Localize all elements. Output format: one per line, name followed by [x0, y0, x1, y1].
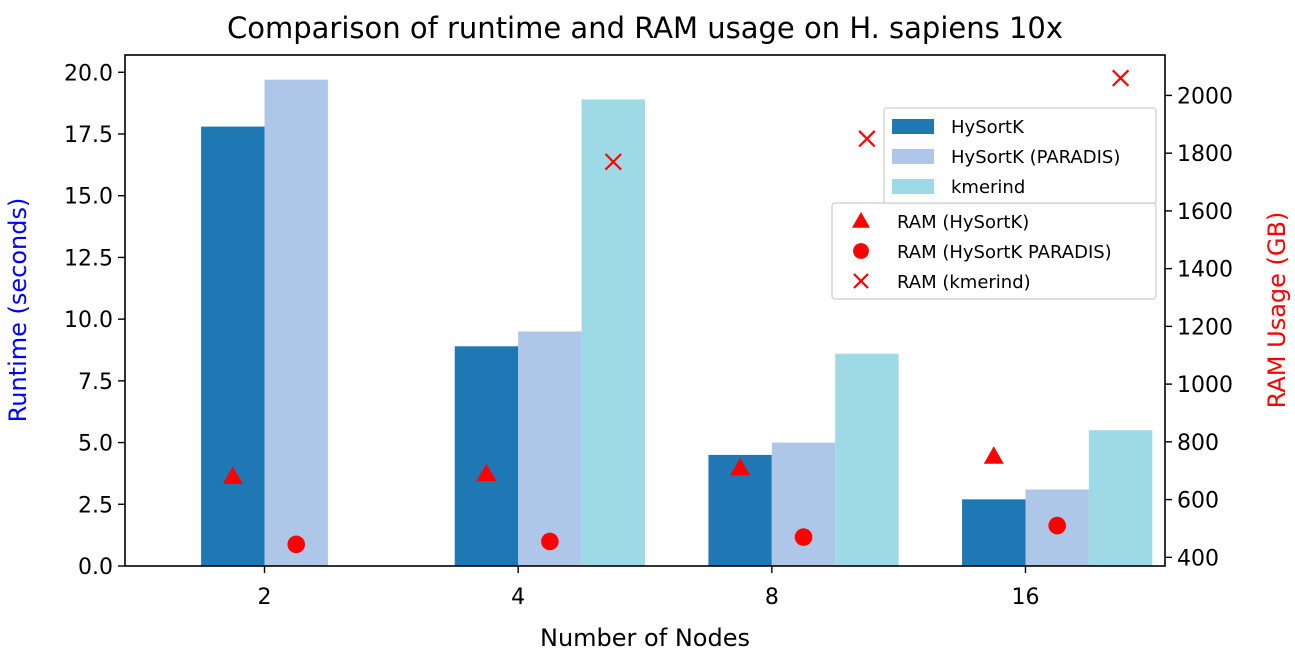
- bar-hysortk-4: [454, 346, 519, 566]
- y2-tick-label: 1600: [1177, 200, 1233, 225]
- chart-title: Comparison of runtime and RAM usage on H…: [227, 11, 1063, 45]
- plot-area: [201, 69, 1153, 567]
- y2-tick-label: 600: [1177, 489, 1219, 514]
- marker-ram-hysortk--8: [730, 457, 751, 476]
- x-axis-ticks: 2 4 8 16: [258, 566, 1039, 610]
- legend-swatch: [892, 149, 934, 164]
- y2-tick-label: 2000: [1177, 84, 1233, 109]
- marker-ram-kmerind--16: [1112, 69, 1130, 87]
- y-tick-label: 20.0: [64, 61, 113, 86]
- bar-kmerind-8: [835, 353, 899, 566]
- y-tick-label: 10.0: [64, 308, 113, 333]
- x-tick-label: 2: [258, 585, 272, 610]
- y-axis-label: Runtime (seconds): [4, 198, 32, 423]
- marker-ram-hysortk-paradis--16: [1048, 516, 1066, 535]
- x-tick-label: 4: [511, 585, 525, 610]
- legend-label: kmerind: [951, 177, 1025, 198]
- legend-label: RAM (kmerind): [897, 272, 1031, 293]
- legend-marker-circle: [853, 243, 869, 259]
- bar-hysortk-2: [201, 126, 265, 567]
- y2-tick-label: 400: [1177, 546, 1219, 571]
- legend-label: RAM (HySortK): [897, 212, 1029, 233]
- bar-hysortk-paradis--8: [771, 442, 836, 566]
- marker-ram-hysortk--16: [983, 446, 1004, 464]
- y2-tick-label: 1800: [1177, 142, 1233, 167]
- x-tick-label: 8: [765, 585, 779, 610]
- y-axis-ticks: 0.0 2.5 5.0 7.5 10.0 12.5 15.0 17.5 20.0: [64, 61, 125, 580]
- y2-tick-label: 1200: [1177, 315, 1233, 340]
- bar-kmerind-16: [1088, 430, 1153, 566]
- x-tick-label: 16: [1011, 585, 1039, 610]
- y2-axis-ticks: 400 600 800 1000 1200 1400 1600 1800 2000: [1165, 84, 1233, 571]
- legend-swatch: [892, 119, 934, 134]
- legend-ram: RAM (HySortK) RAM (HySortK PARADIS) RAM (k…: [831, 202, 1157, 300]
- marker-ram-hysortk--4: [476, 463, 497, 482]
- y2-tick-label: 1000: [1177, 373, 1233, 398]
- y2-axis-label: RAM Usage (GB): [1263, 212, 1291, 409]
- y-tick-label: 5.0: [78, 432, 113, 457]
- plot-frame: [124, 54, 1166, 567]
- legend-label: HySortK (PARADIS): [951, 147, 1120, 168]
- bar-hysortk-16: [962, 499, 1026, 566]
- y2-tick-label: 1400: [1177, 258, 1233, 283]
- marker-ram-kmerind--4: [604, 153, 622, 171]
- marker-ram-hysortk-paradis--4: [541, 532, 559, 551]
- y-tick-label: 7.5: [78, 370, 113, 395]
- bar-kmerind-4: [581, 99, 645, 566]
- x-axis-label: Number of Nodes: [540, 624, 750, 652]
- legend-swatch: [892, 179, 934, 194]
- y-tick-label: 17.5: [64, 123, 113, 148]
- y-tick-label: 15.0: [64, 185, 113, 210]
- y-tick-label: 12.5: [64, 246, 113, 271]
- legend-marker-x: [853, 273, 869, 289]
- legend-label: RAM (HySortK PARADIS): [897, 242, 1112, 263]
- marker-ram-hysortk-paradis--8: [794, 528, 813, 546]
- y-tick-label: 2.5: [78, 493, 113, 518]
- bar-hysortk-paradis--4: [518, 331, 582, 566]
- y2-tick-label: 800: [1177, 431, 1219, 456]
- legend-bars: HySortK HySortK (PARADIS) kmerind: [883, 107, 1157, 205]
- marker-ram-hysortk-paradis--2: [287, 535, 306, 554]
- y-tick-label: 0.0: [78, 555, 113, 580]
- legend-ram-box: [831, 202, 1157, 300]
- marker-ram-kmerind--8: [858, 130, 876, 148]
- legend-label: HySortK: [951, 117, 1025, 138]
- bar-hysortk-paradis--2: [264, 79, 328, 567]
- marker-ram-hysortk--2: [222, 466, 243, 485]
- legend-marker-triangle: [852, 212, 870, 228]
